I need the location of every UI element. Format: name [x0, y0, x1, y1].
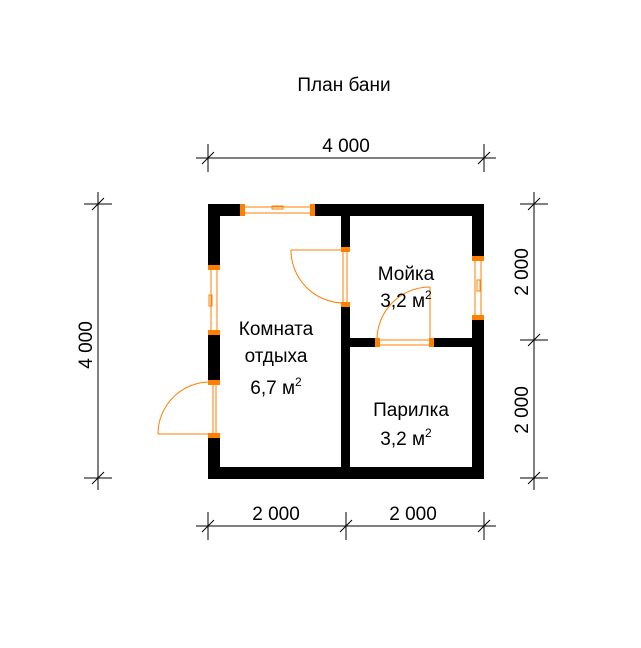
room-steam-area: 3,2 м2 [380, 426, 432, 450]
room-rest-area: 6,7 м2 [250, 375, 302, 399]
door-rest-to-wash [290, 247, 350, 307]
room-wash-name: Мойка [378, 264, 435, 285]
dimension-bottom-left-label: 2 000 [252, 504, 300, 525]
room-steam-name: Парилка [373, 400, 449, 421]
door-wash-to-steam [375, 286, 434, 347]
dimension-top: 4 000 [196, 136, 496, 172]
room-steam: Парилка 3,2 м2 [373, 400, 449, 450]
room-rest-name-line2: отдыха [245, 346, 308, 367]
room-wash: Мойка 3,2 м2 [378, 264, 435, 312]
dimension-bottom-right-label: 2 000 [389, 504, 437, 525]
dimension-right-bottom-label: 2 000 [512, 386, 533, 434]
room-rest: Комната отдыха 6,7 м2 [239, 319, 314, 399]
window-top [240, 204, 315, 216]
dimension-bottom: 2 000 2 000 [196, 504, 496, 540]
room-rest-name-line1: Комната [239, 319, 314, 340]
room-wash-area: 3,2 м2 [380, 288, 432, 312]
walls [208, 204, 484, 479]
window-left [208, 265, 220, 335]
entrance-door [157, 380, 220, 438]
window-right [472, 256, 484, 320]
plan-title: План бани [297, 75, 390, 96]
dimension-top-label: 4 000 [322, 136, 370, 157]
dimension-right: 2 000 2 000 [512, 192, 548, 490]
dimension-left: 4 000 [76, 192, 112, 490]
dimension-right-top-label: 2 000 [512, 248, 533, 296]
dimension-left-label: 4 000 [76, 321, 97, 369]
